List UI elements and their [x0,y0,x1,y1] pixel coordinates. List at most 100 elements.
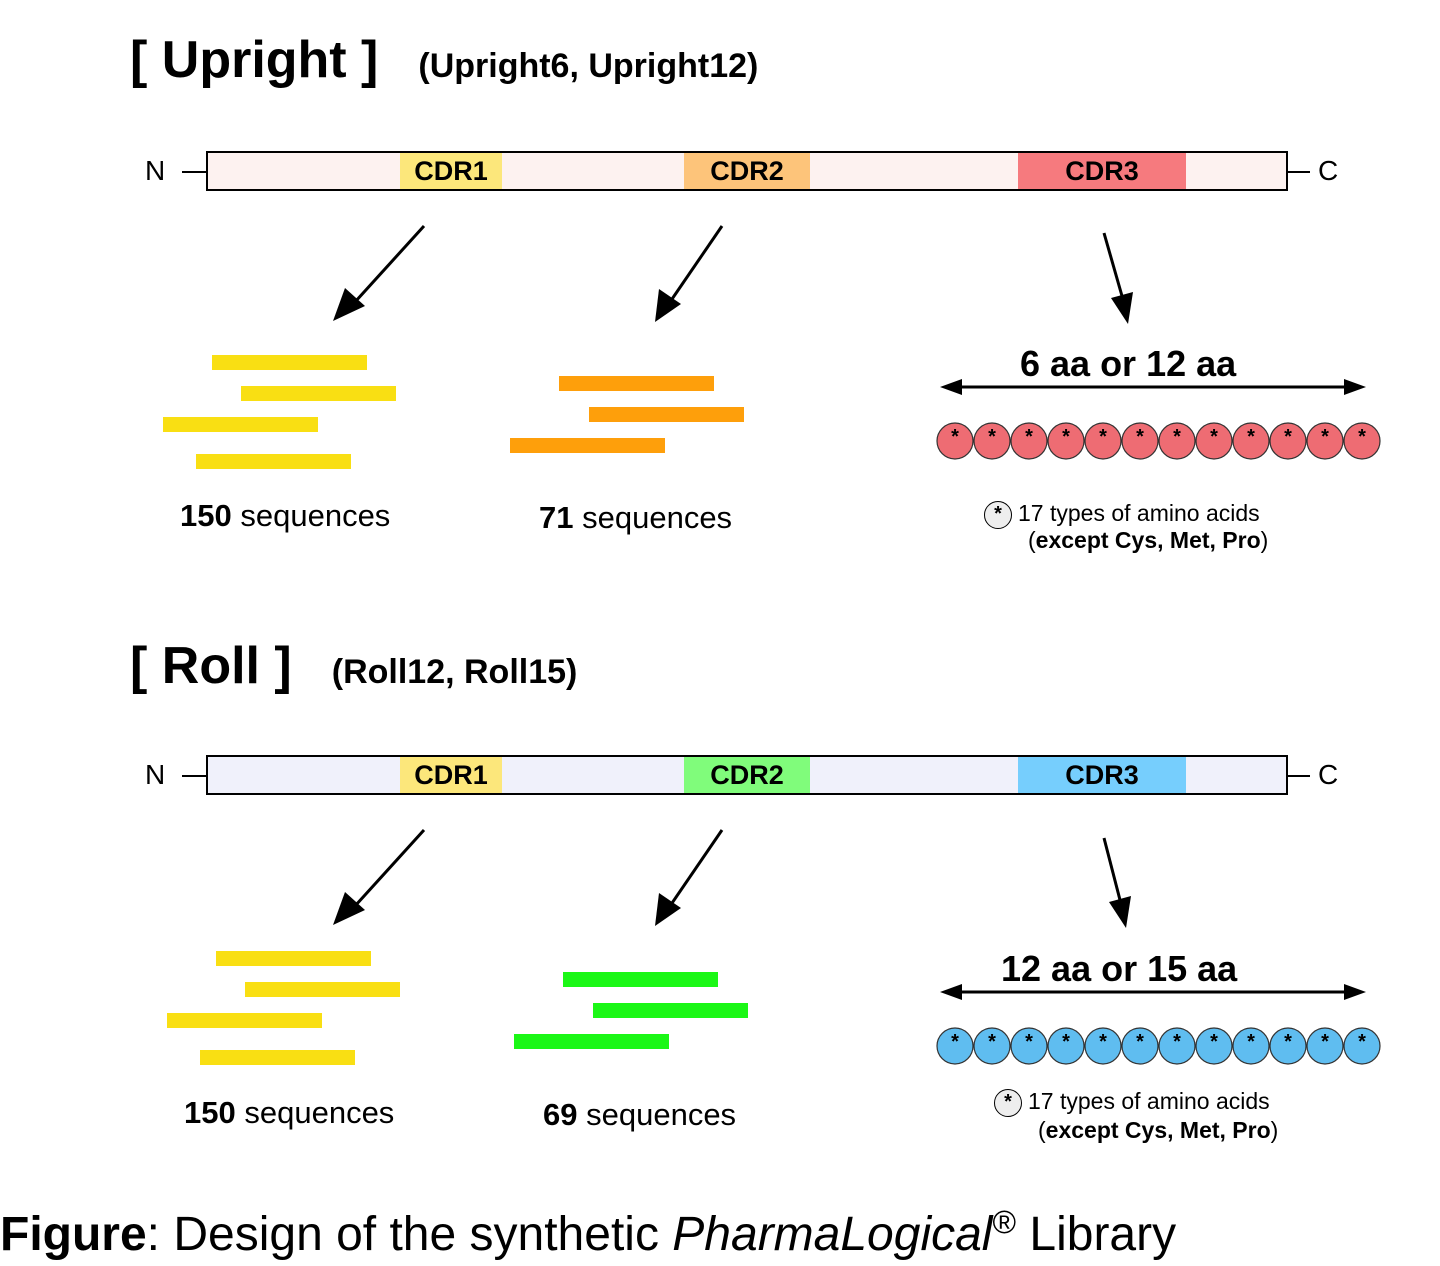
note-line-2: except Cys, Met, Pro [1045,1117,1271,1143]
cdr1-arrow [333,224,426,321]
residue-symbol: * [1358,1031,1366,1053]
residue-symbol: * [1136,1031,1144,1053]
residue-circle [1195,422,1233,460]
vhh-domain-bar: CDR1 CDR2 CDR3 [206,151,1288,191]
n-terminus-label: N [145,155,166,186]
cdr1-sequence-bar [167,1013,322,1028]
residue-circle [1158,422,1196,460]
residue-circle [1084,422,1122,460]
residue-circle [1343,422,1381,460]
cdr3-residue-chain: ************ [936,422,1381,460]
cdr3-length-label: 12 aa or 15 aa [1001,948,1238,989]
cdr2-segment: CDR2 [684,757,810,793]
residue-symbol: * [1062,1031,1070,1053]
caption-text: : Design of the synthetic [146,1208,673,1261]
caption-product-name: PharmaLogical [672,1208,993,1261]
cdr2-sequence-bar [589,407,744,422]
c-terminus-label: C [1318,155,1339,186]
cdr1-sequence-bar [245,982,400,997]
residue-symbol: * [1136,426,1144,448]
n-terminus-line [182,171,208,173]
residue-symbol: * [1025,426,1033,448]
count-suffix: sequences [586,1097,737,1132]
residue-circle [1010,422,1048,460]
residue-circle [936,1027,974,1065]
caption-label: Figure [0,1208,147,1261]
residue-symbol: * [1247,426,1255,448]
c-terminus-label: C [1318,759,1339,790]
cdr2-sequence-bar [593,1003,748,1018]
note-line-2: except Cys, Met, Pro [1035,527,1261,553]
residue-symbol: * [1210,426,1218,448]
length-double-arrow [940,379,1366,395]
residue-symbol: * [1284,1031,1292,1053]
panel-subtitle: (Upright6, Upright12) [418,47,759,85]
residue-circle [1195,1027,1233,1065]
residue-symbol: * [988,426,996,448]
n-terminus-label: N [145,759,166,790]
residue-circle [936,422,974,460]
panel-title: [ Upright ] [130,31,379,89]
panel-title: [ Roll ] [130,637,292,695]
residue-circle [1232,1027,1270,1065]
cdr2-sequence-bar [514,1034,669,1049]
cdr1-segment: CDR1 [400,757,502,793]
figure-caption: Figure: Design of the synthetic PharmaLo… [0,1204,1176,1262]
residue-symbol: * [1247,1031,1255,1053]
panel-subtitle: (Roll12, Roll15) [331,653,578,691]
length-double-arrow [940,984,1366,1000]
count-value: 150 [184,1095,236,1130]
residue-symbol: * [951,1031,959,1053]
residue-circle [973,422,1011,460]
amino-acid-note: *17 types of amino acids [994,1088,1270,1117]
residue-symbol: * [1321,426,1329,448]
residue-symbol: * [1210,1031,1218,1053]
residue-circle [1269,422,1307,460]
cdr2-sequence-bar [563,972,718,987]
caption-tail: Library [1016,1208,1177,1261]
cdr1-segment: CDR1 [400,153,502,189]
cdr2-arrow [655,225,724,322]
cdr3-segment: CDR3 [1018,757,1186,793]
cdr3-segment: CDR3 [1018,153,1186,189]
cdr2-segment: CDR2 [684,153,810,189]
vhh-domain-bar: CDR1 CDR2 CDR3 [206,755,1288,795]
cdr3-length-label: 6 aa or 12 aa [1020,343,1237,384]
c-terminus-line [1286,171,1310,173]
count-value: 69 [543,1097,578,1132]
note-line-1: 17 types of amino acids [1018,500,1260,526]
registered-mark: ® [992,1204,1017,1240]
cdr1-sequence-bar [216,951,371,966]
residue-legend-icon: * [994,1088,1022,1117]
n-terminus-line [182,775,208,777]
count-value: 150 [180,498,232,533]
residue-symbol: * [1173,426,1181,448]
residue-circle [1269,1027,1307,1065]
count-value: 71 [539,500,574,535]
cdr1-sequence-bar [196,454,351,469]
residue-symbol: * [951,426,959,448]
cdr2-sequence-bar [510,438,665,453]
amino-acid-note: *17 types of amino acids [984,500,1260,529]
residue-symbol: * [1284,426,1292,448]
residue-circle [1343,1027,1381,1065]
residue-legend-icon: * [984,500,1012,529]
cdr1-sequence-count: 150 sequences [180,498,390,534]
panel-title-roll: [ Roll ] (Roll12, Roll15) [130,636,577,696]
cdr3-arrow [1102,232,1133,324]
residue-circle [1047,1027,1085,1065]
residue-circle [1306,422,1344,460]
residue-symbol: * [1062,426,1070,448]
cdr1-arrow [333,828,426,925]
cdr1-sequence-bar [200,1050,355,1065]
c-terminus-line [1286,775,1310,777]
residue-circle [1010,1027,1048,1065]
residue-circle [1084,1027,1122,1065]
residue-circle [1047,422,1085,460]
residue-symbol: * [1358,426,1366,448]
note-line-1: 17 types of amino acids [1028,1088,1270,1114]
residue-circle [1232,422,1270,460]
count-suffix: sequences [240,498,391,533]
residue-circle [1121,422,1159,460]
